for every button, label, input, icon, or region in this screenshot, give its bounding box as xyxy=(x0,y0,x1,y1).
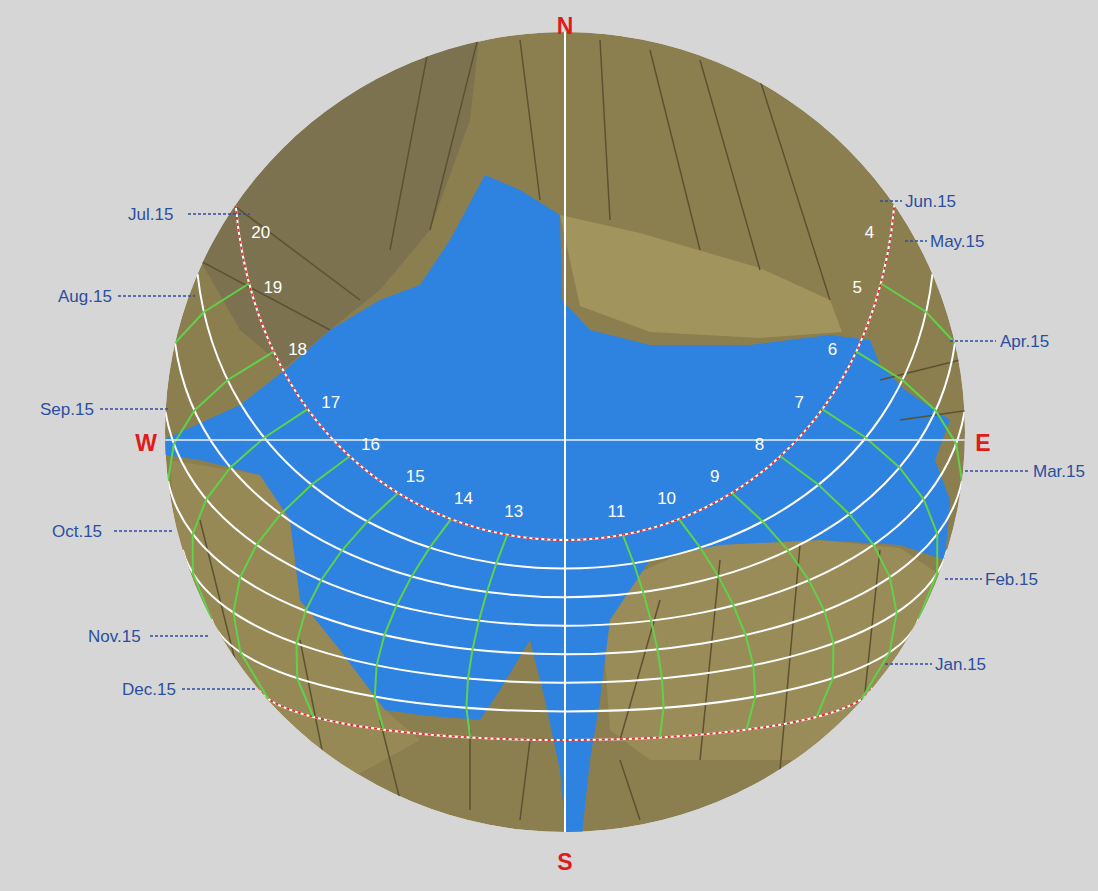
month-label: Dec.15 xyxy=(122,681,176,698)
hour-line xyxy=(679,519,755,730)
building-roof xyxy=(560,215,842,338)
hour-number: 10 xyxy=(657,490,676,507)
month-label: Feb.15 xyxy=(985,571,1038,588)
month-label: Jun.15 xyxy=(905,193,956,210)
month-label: Jan.15 xyxy=(935,656,986,673)
hour-number: 11 xyxy=(607,503,625,520)
hour-line xyxy=(466,535,507,738)
month-label: Mar.15 xyxy=(1033,463,1085,480)
hour-line xyxy=(297,493,399,717)
hour-number: 6 xyxy=(828,341,837,358)
north-south-line xyxy=(564,32,566,832)
hour-number: 9 xyxy=(710,468,719,485)
hour-line xyxy=(175,284,249,344)
hour-line xyxy=(732,493,834,717)
hour-line xyxy=(168,352,274,481)
hour-number: 14 xyxy=(454,490,473,507)
compass-letter: N xyxy=(557,15,574,38)
hour-line xyxy=(233,456,349,699)
hour-line xyxy=(375,519,451,730)
hour-number: 20 xyxy=(251,224,270,241)
month-leaders xyxy=(100,201,1030,689)
month-label: Oct.15 xyxy=(52,523,102,540)
hour-line xyxy=(623,535,664,738)
month-label: Nov.15 xyxy=(88,628,141,645)
hour-number: 7 xyxy=(795,394,804,411)
compass-letter: S xyxy=(557,851,572,874)
hour-number: 8 xyxy=(755,436,764,453)
hour-number: 17 xyxy=(321,394,340,411)
month-label: Aug.15 xyxy=(58,288,112,305)
hour-number: 19 xyxy=(263,279,282,296)
building-edges xyxy=(180,30,970,820)
month-label: May.15 xyxy=(930,233,985,250)
hour-number: 13 xyxy=(504,503,523,520)
hour-line xyxy=(780,456,896,699)
month-label: Sep.15 xyxy=(40,401,94,418)
month-label: Jul.15 xyxy=(128,206,173,223)
hour-number: 15 xyxy=(406,468,425,485)
sky-dome xyxy=(163,30,970,835)
visible-sky xyxy=(163,175,950,835)
compass-letter: E xyxy=(975,432,990,455)
hour-number: 5 xyxy=(852,279,861,296)
hour-number: 16 xyxy=(361,436,380,453)
month-label: Apr.15 xyxy=(1000,333,1049,350)
compass-letter: W xyxy=(135,432,157,455)
hour-line xyxy=(881,284,955,344)
hour-number: 18 xyxy=(288,341,307,358)
hour-line xyxy=(856,352,962,481)
hour-number: 4 xyxy=(865,224,874,241)
